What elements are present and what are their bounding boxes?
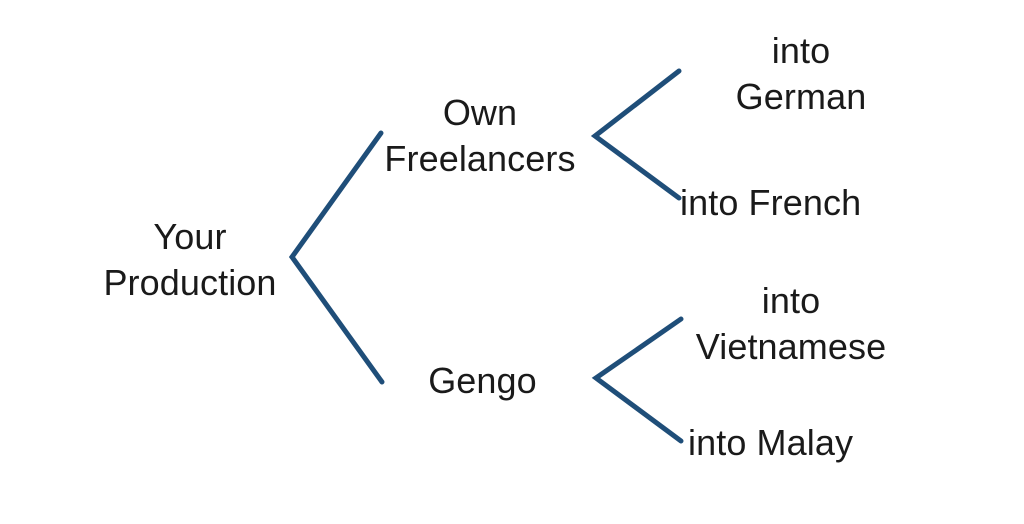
node-into-malay: into Malay <box>688 422 854 463</box>
node-own-freelancers: Own Freelancers <box>384 92 576 179</box>
freelancers-fork-connector <box>590 68 682 201</box>
gengo-fork-connector <box>591 316 684 444</box>
node-into-vietnamese: into Vietnamese <box>695 280 887 367</box>
node-your-production: Your Production <box>103 216 277 303</box>
node-gengo: Gengo <box>428 360 537 401</box>
node-into-german: into German <box>735 30 867 117</box>
node-into-french: into French <box>680 182 862 223</box>
